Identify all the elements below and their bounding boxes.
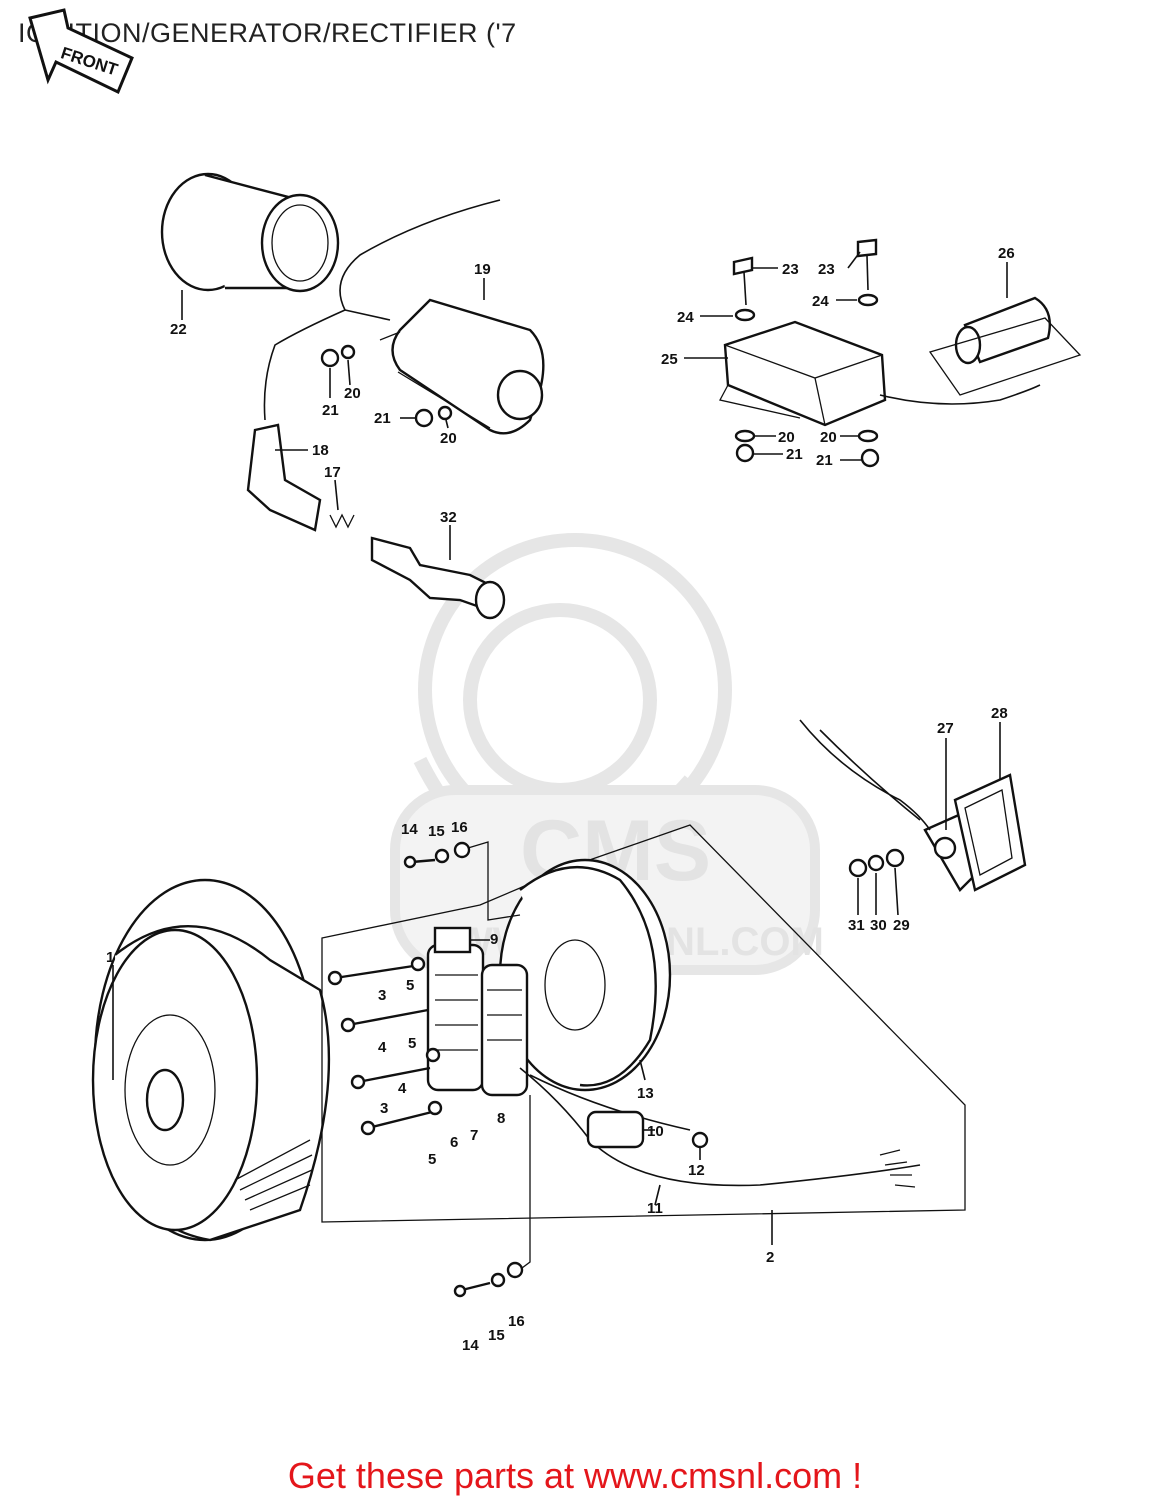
callout-5b: 5 [408,1035,416,1052]
callout-18: 18 [312,442,329,459]
washer-5-c [427,1100,443,1116]
callout-10: 10 [647,1123,664,1140]
rectifier-wire [879,384,1041,405]
callout-17: 17 [324,464,341,481]
callout-20c: 20 [778,429,795,446]
washer-20-a [340,344,356,360]
callout-23b: 23 [818,261,835,278]
callout-labels: 1 2 3 3 4 4 5 5 5 6 7 8 9 10 11 12 13 14… [106,245,1015,1354]
callout-4a: 4 [378,1039,387,1056]
callout-14a: 14 [401,821,418,838]
callout-20b: 20 [440,430,457,447]
washer-5-a [410,956,426,972]
callout-13: 13 [637,1085,654,1102]
condenser-26 [928,296,1082,396]
spring-17 [329,513,355,529]
spark-plug-32 [370,536,506,620]
callout-15a: 15 [428,823,445,840]
callout-9: 9 [490,931,498,948]
rotor-1 [91,878,331,1242]
contact-breaker-9 [433,926,472,954]
screw-3-b [350,1066,431,1090]
callout-20a: 20 [344,385,361,402]
callout-19: 19 [474,261,491,278]
callout-23a: 23 [782,261,799,278]
callout-21b: 21 [374,410,391,427]
callout-4b: 4 [398,1080,407,1097]
callout-6: 6 [450,1134,458,1151]
screw-4-a [340,1008,429,1033]
bolt-23-a [732,256,754,306]
washer-24-b [857,293,879,307]
callout-16b: 16 [508,1313,525,1330]
ignition-coil-19 [379,298,545,435]
bolt-23-b [856,238,878,291]
callout-22: 22 [170,321,187,338]
nut-21-a [320,348,340,368]
callout-25: 25 [661,351,678,368]
ignition-coil-cap-22 [160,172,340,293]
callout-21a: 21 [322,402,339,419]
nut-31 [848,858,868,878]
washer-20-d [857,429,879,443]
leader-lines [112,251,1008,1245]
callout-5a: 5 [406,977,414,994]
lockwasher-29 [885,848,905,868]
callout-32: 32 [440,509,457,526]
washer-30 [867,854,885,872]
nut-21-d [860,448,880,468]
callout-12: 12 [688,1162,705,1179]
terminal-12 [691,1131,709,1149]
gasket-28 [953,773,1027,892]
callout-24a: 24 [677,309,694,326]
callout-1: 1 [106,949,114,966]
grommet-10 [586,1110,645,1149]
callout-16a: 16 [451,819,468,836]
nut-21-c [735,443,755,463]
stator-assembly-bracket [321,824,966,1223]
terminal-wires [799,719,931,831]
washer-20-c [734,429,756,443]
callout-8: 8 [497,1110,505,1127]
rectifier-unit-25 [719,320,887,427]
callout-2: 2 [766,1249,774,1266]
callout-7: 7 [470,1127,478,1144]
ignition-source-coil-8 [480,963,529,1097]
washer-5-b [425,1047,441,1063]
parts-footer-link[interactable]: Get these parts at www.cmsnl.com ! [287,1455,863,1496]
callout-21d: 21 [816,452,833,469]
callout-3a: 3 [378,987,386,1004]
callout-29: 29 [893,917,910,934]
washer-15-a [434,848,450,864]
nut-21-b [414,408,434,428]
generator-coil-6 [426,943,485,1092]
callout-26: 26 [998,245,1015,262]
screw-14-a [403,855,436,869]
screw-4-b [360,1110,433,1136]
washer-24-a [734,308,756,322]
callout-5c: 5 [428,1151,436,1168]
callout-24b: 24 [812,293,829,310]
callout-3b: 3 [380,1100,388,1117]
screw-14-b [453,1281,491,1298]
front-arrow-icon: FRONT [28,8,134,95]
callout-21c: 21 [786,446,803,463]
callout-31: 31 [848,917,865,934]
ignition-lead-wire [263,199,501,421]
callout-27: 27 [937,720,954,737]
callout-28: 28 [991,705,1008,722]
callout-14b: 14 [462,1337,479,1354]
screw-3-a [327,963,421,986]
stator-plate-13 [498,858,672,1092]
callout-11: 11 [647,1200,663,1217]
callout-20d: 20 [820,429,837,446]
plug-cap-18 [246,423,322,532]
callout-30: 30 [870,917,887,934]
callout-15b: 15 [488,1327,505,1344]
washer-16-b [506,1261,524,1279]
washer-20-b [437,405,453,421]
washer-16-a [453,841,471,859]
washer-15-b [490,1272,506,1288]
